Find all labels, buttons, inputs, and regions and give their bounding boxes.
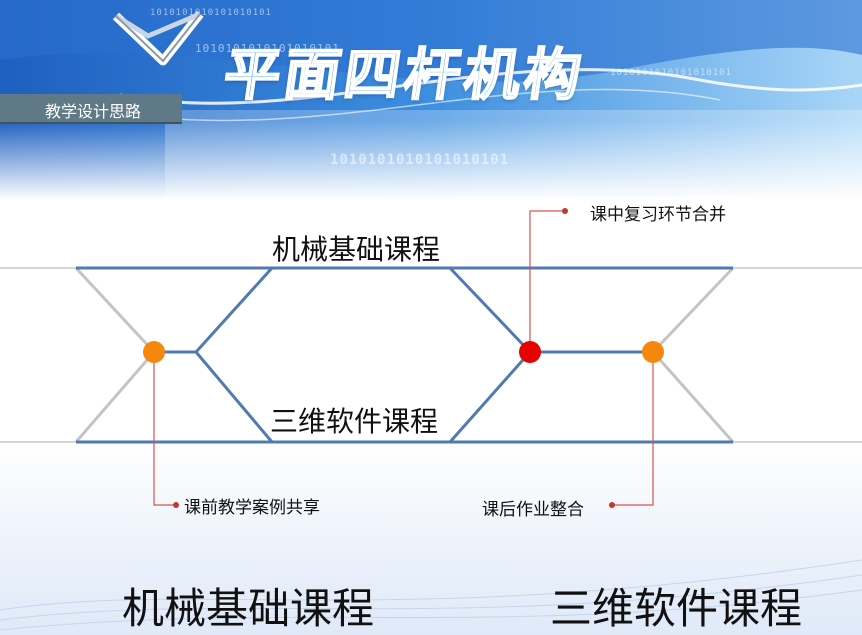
footer-left-course: 机械基础课程	[122, 584, 375, 633]
track-link	[194, 266, 274, 443]
after-class-caption: 课后作业整合	[482, 500, 584, 520]
pre-class-caption: 课前教学案例共享	[184, 498, 320, 518]
grey-link	[74, 351, 156, 443]
leader-dot	[609, 502, 615, 508]
grey-link	[651, 266, 735, 354]
footer-wave-decoration	[0, 559, 862, 631]
after-class-node	[642, 341, 664, 363]
section-tag: 教学设计思路	[0, 94, 182, 124]
binary-decoration: 1010101010101010101	[330, 152, 510, 168]
top-track-label: 机械基础课程	[272, 233, 441, 266]
binary-decoration: 1010101010101010101	[610, 68, 732, 78]
in-class-caption: 课中复习环节合并	[590, 205, 726, 225]
binary-decoration: 1010101010101010101	[150, 8, 272, 18]
pre-class-node	[143, 341, 165, 363]
footer-right-course: 三维软件课程	[550, 584, 803, 633]
binary-decoration: 1010101010101010101	[195, 42, 340, 55]
grey-link	[651, 351, 735, 443]
track-link	[448, 266, 533, 443]
section-tag-label: 教学设计思路	[45, 102, 142, 121]
bottom-track-label: 三维软件课程	[270, 405, 439, 438]
leader-dot	[562, 208, 568, 214]
grey-link	[74, 266, 156, 354]
leader-dot	[173, 502, 179, 508]
leader-line	[612, 352, 654, 506]
linkage-logo-icon	[112, 11, 204, 66]
leader-line	[529, 210, 565, 352]
in-class-node	[519, 341, 541, 363]
leader-line	[153, 352, 176, 506]
header-banner	[0, 0, 862, 200]
